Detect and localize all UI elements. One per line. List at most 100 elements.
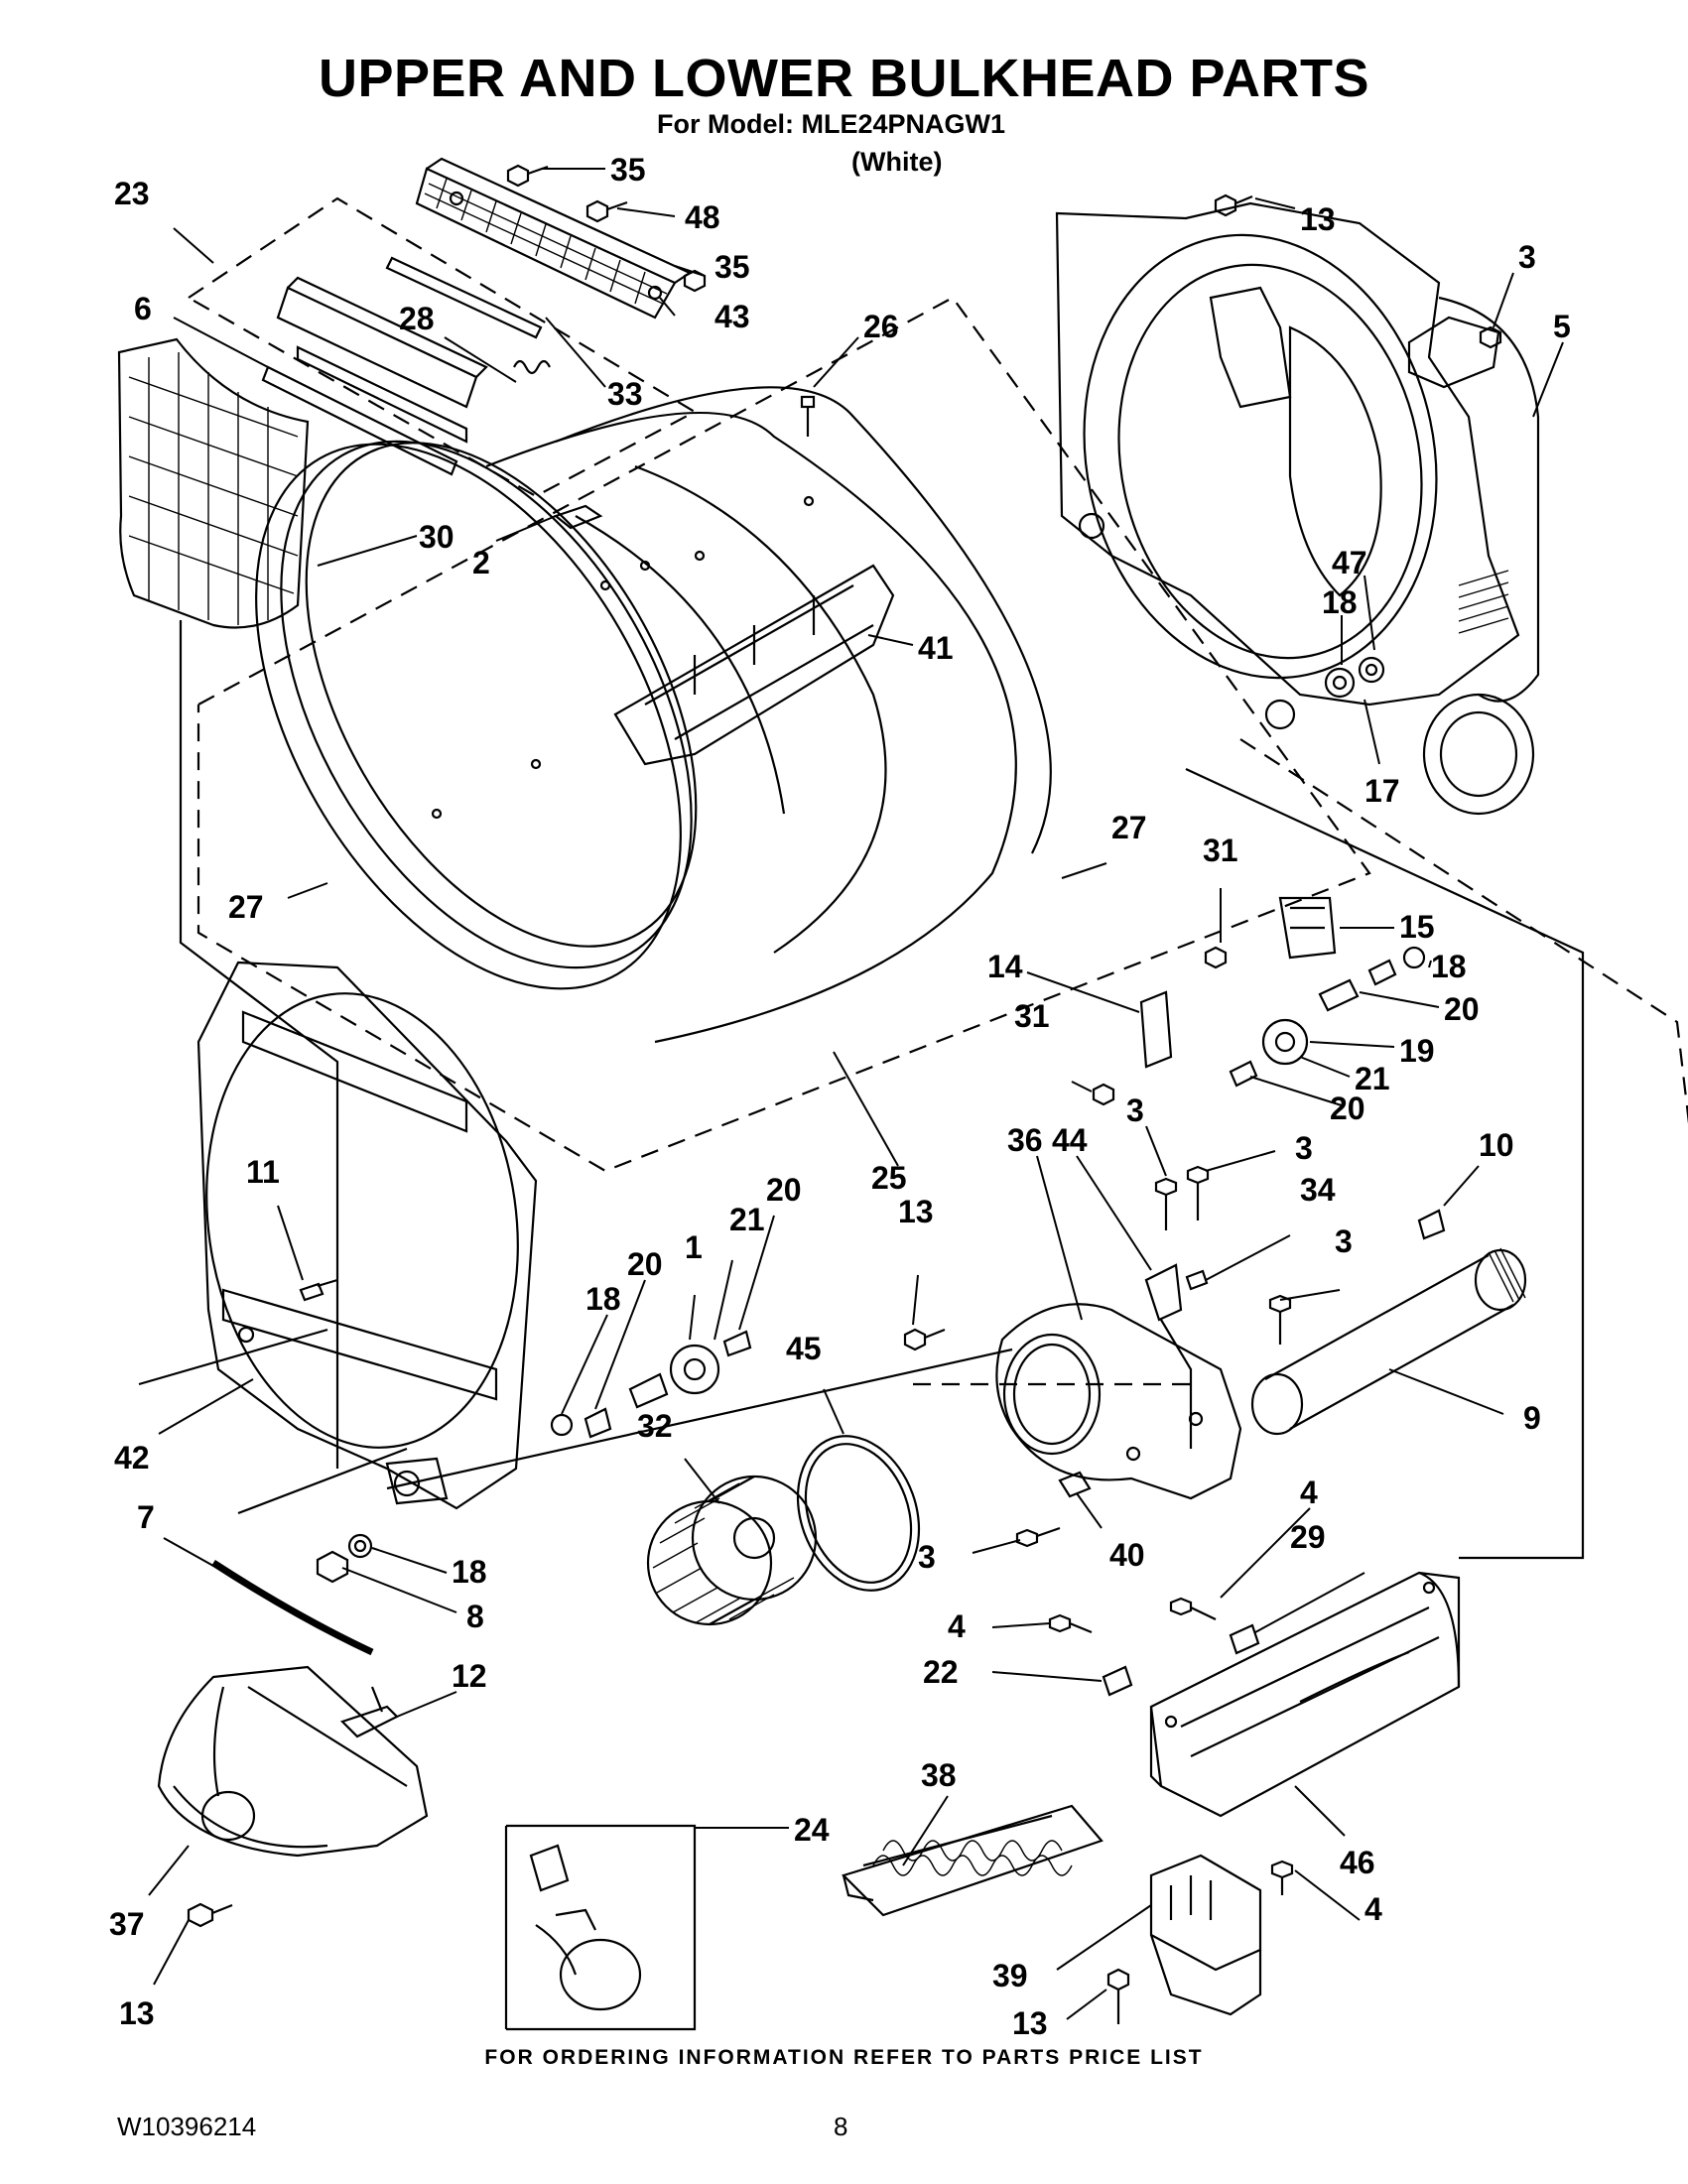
callout-39: 39 bbox=[992, 1958, 1028, 1993]
callout-45: 45 bbox=[786, 1331, 822, 1366]
callout-8: 8 bbox=[466, 1599, 484, 1634]
blower-seal-ring bbox=[796, 1435, 921, 1592]
callout-23: 23 bbox=[114, 176, 150, 211]
spring-part bbox=[513, 359, 551, 375]
callout-18: 18 bbox=[452, 1554, 487, 1590]
callout-29: 29 bbox=[1290, 1519, 1326, 1555]
callout-4: 4 bbox=[948, 1608, 966, 1644]
callout-13: 13 bbox=[898, 1194, 934, 1229]
callout-21: 21 bbox=[729, 1202, 765, 1237]
ordering-note: FOR ORDERING INFORMATION REFER TO PARTS … bbox=[484, 2046, 1204, 2069]
callout-3: 3 bbox=[1518, 239, 1536, 275]
callout-13: 13 bbox=[1300, 201, 1336, 237]
callout-20: 20 bbox=[1330, 1091, 1365, 1126]
front-bulkhead-screw bbox=[299, 1278, 338, 1302]
callout-3: 3 bbox=[1126, 1092, 1144, 1128]
thermistor bbox=[1058, 1471, 1092, 1498]
drum-front-seal bbox=[255, 443, 682, 990]
duct-screw bbox=[187, 1902, 233, 1928]
callout-3: 3 bbox=[1295, 1130, 1313, 1166]
callout-24: 24 bbox=[794, 1812, 830, 1848]
callout-25: 25 bbox=[871, 1160, 907, 1196]
lint-duct bbox=[157, 1665, 429, 1858]
lint-seal-strip bbox=[261, 365, 458, 476]
lint-grille-cover bbox=[415, 157, 693, 320]
front-bulkhead bbox=[196, 961, 538, 1510]
callout-46: 46 bbox=[1340, 1845, 1375, 1880]
blower-mount-screw bbox=[903, 1328, 946, 1351]
blower-wheel bbox=[646, 1475, 818, 1626]
callout-19: 19 bbox=[1399, 1033, 1435, 1069]
callout-15: 15 bbox=[1399, 909, 1435, 945]
callout-3: 3 bbox=[1335, 1223, 1353, 1259]
front-seal-strip bbox=[211, 1560, 374, 1656]
callout-1: 1 bbox=[685, 1229, 703, 1265]
callout-43: 43 bbox=[714, 299, 750, 334]
callout-27: 27 bbox=[1111, 810, 1147, 845]
callout-32: 32 bbox=[637, 1408, 673, 1444]
callout-4: 4 bbox=[1364, 1891, 1382, 1927]
callout-10: 10 bbox=[1479, 1127, 1514, 1163]
rear-bulkhead bbox=[1055, 201, 1540, 816]
blower-bracket bbox=[1144, 1263, 1183, 1322]
model-line: For Model: MLE24PNAGW1 bbox=[657, 109, 1006, 139]
callout-5: 5 bbox=[1553, 309, 1571, 344]
switch-screws bbox=[1092, 946, 1228, 1106]
callout-36: 36 bbox=[1007, 1122, 1043, 1158]
alignment-line-right bbox=[1185, 768, 1585, 1560]
document-number: W10396214 bbox=[117, 2112, 257, 2141]
drum bbox=[280, 386, 1052, 1044]
wire-harness-clip bbox=[1185, 1269, 1209, 1291]
blower-screws bbox=[1015, 1165, 1292, 1548]
callout-20: 20 bbox=[766, 1172, 802, 1208]
drum-slide bbox=[553, 504, 603, 530]
rear-bulkhead-bracket bbox=[1407, 316, 1500, 389]
callout-4: 4 bbox=[1300, 1475, 1318, 1510]
high-limit-thermostat bbox=[1102, 1665, 1133, 1697]
callout-33: 33 bbox=[607, 376, 643, 412]
callout-12: 12 bbox=[452, 1658, 487, 1694]
lint-filter-screen bbox=[117, 337, 310, 629]
callout-11: 11 bbox=[246, 1154, 280, 1190]
page-title: UPPER AND LOWER BULKHEAD PARTS bbox=[318, 49, 1369, 108]
lint-filter-bracket bbox=[385, 256, 543, 339]
heater-housing bbox=[1149, 1571, 1461, 1818]
callout-6: 6 bbox=[134, 291, 152, 326]
heater-bracket bbox=[1149, 1854, 1262, 2016]
page-number: 8 bbox=[834, 2112, 848, 2141]
thermal-cutoff bbox=[1229, 1623, 1260, 1655]
callout-48: 48 bbox=[685, 199, 720, 235]
exhaust-duct bbox=[1250, 1247, 1527, 1436]
callout-42: 42 bbox=[114, 1440, 150, 1476]
harness-kit bbox=[504, 1824, 697, 2031]
blower-housing bbox=[995, 1303, 1242, 1500]
callout-20: 20 bbox=[627, 1246, 663, 1282]
alignment-line-left bbox=[179, 620, 339, 1469]
callout-31: 31 bbox=[1014, 998, 1050, 1034]
callout-9: 9 bbox=[1523, 1400, 1541, 1436]
callout-22: 22 bbox=[923, 1654, 959, 1690]
door-switch bbox=[1139, 990, 1173, 1069]
front-nut-washer bbox=[316, 1533, 373, 1584]
leader-lines bbox=[148, 168, 1564, 2020]
callout-27: 27 bbox=[228, 889, 264, 925]
front-idler-assembly bbox=[550, 1330, 752, 1439]
callout-37: 37 bbox=[109, 1906, 145, 1942]
assembly-outline-drum bbox=[196, 296, 1371, 1173]
callout-38: 38 bbox=[921, 1757, 957, 1793]
bracket-screw bbox=[1106, 1968, 1130, 2024]
callout-35: 35 bbox=[610, 152, 646, 188]
callout-40: 40 bbox=[1109, 1537, 1145, 1573]
top-screws bbox=[506, 164, 1502, 349]
callout-44: 44 bbox=[1052, 1122, 1088, 1158]
idler-pulley-assembly bbox=[1229, 946, 1426, 1088]
model-color: (White) bbox=[851, 147, 943, 177]
callout-3: 3 bbox=[918, 1539, 936, 1575]
alignment-line-drum-belt bbox=[138, 1328, 328, 1386]
assembly-outline-rear-bulkhead bbox=[1239, 738, 1688, 1124]
callout-28: 28 bbox=[399, 301, 435, 336]
rear-bearing-assembly bbox=[1324, 656, 1385, 699]
callout-labels: 35 48 35 43 23 6 28 33 26 30 2 41 13 3 5… bbox=[109, 152, 1571, 2041]
alignment-line-bulkhead-blower bbox=[386, 1348, 1013, 1490]
